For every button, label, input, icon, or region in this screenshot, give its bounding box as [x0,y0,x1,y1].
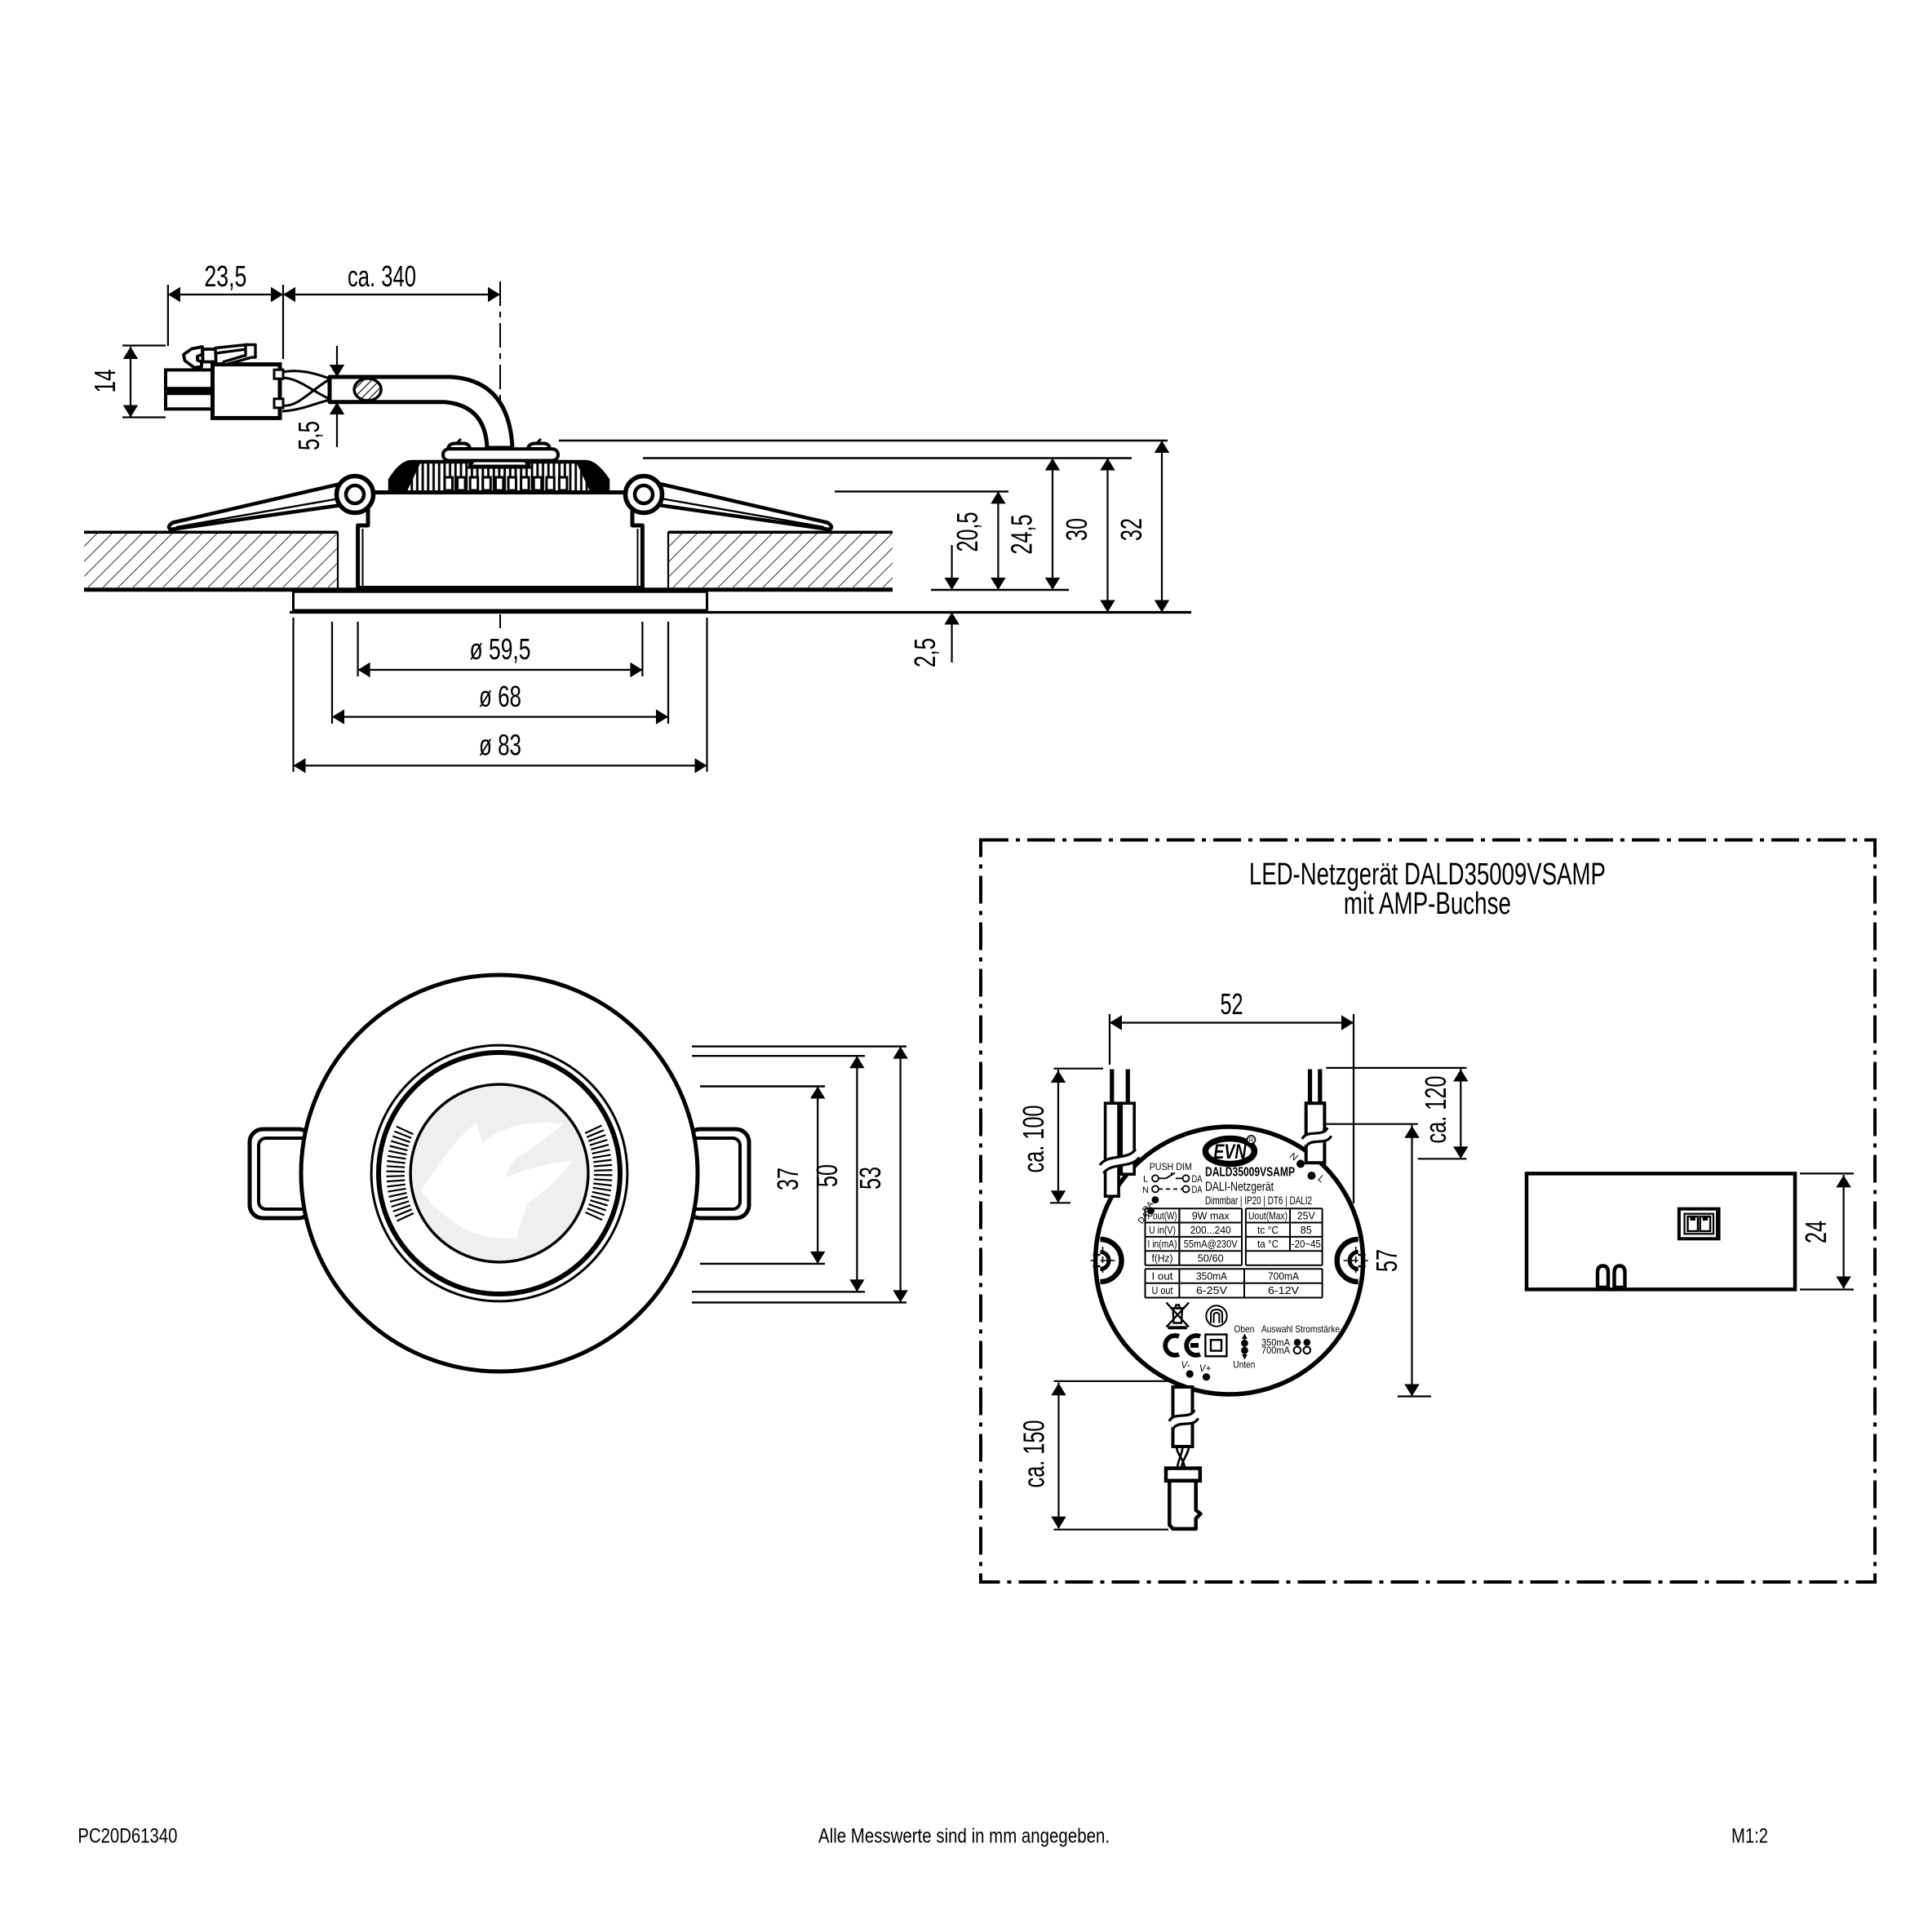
svg-text:Dimmbar | IP20 | DT6 | DALI2: Dimmbar | IP20 | DT6 | DALI2 [1205,1194,1312,1207]
svg-text:Unten: Unten [1233,1359,1255,1371]
svg-text:Alle Messwerte sind in mm ange: Alle Messwerte sind in mm angegeben. [818,1825,1110,1848]
svg-text:PUSH DIM: PUSH DIM [1150,1161,1192,1172]
svg-text:ø 83: ø 83 [479,729,521,762]
svg-text:U out: U out [1152,1284,1173,1296]
svg-text:ø 59,5: ø 59,5 [470,632,531,666]
svg-text:32: 32 [1115,518,1148,541]
svg-text:14: 14 [88,370,122,393]
svg-text:DALI-Netzgerät: DALI-Netzgerät [1205,1181,1274,1194]
svg-text:2,5: 2,5 [908,638,942,667]
svg-text:ca. 100: ca. 100 [1017,1106,1050,1173]
svg-text:Uout(Max): Uout(Max) [1248,1209,1288,1221]
svg-text:tc °C: tc °C [1257,1224,1279,1236]
svg-text:V+: V+ [1199,1364,1212,1374]
svg-text:700mA: 700mA [1261,1345,1290,1356]
svg-text:53: 53 [853,1167,887,1190]
svg-text:52: 52 [1221,987,1243,1021]
svg-text:50: 50 [810,1164,844,1187]
svg-text:f(Hz): f(Hz) [1152,1252,1173,1265]
svg-text:Auswahl Stromstärke: Auswahl Stromstärke [1261,1323,1340,1335]
svg-text:DA: DA [1192,1175,1203,1185]
svg-text:N: N [1142,1185,1149,1195]
svg-text:-20~45: -20~45 [1292,1238,1321,1250]
svg-text:R: R [1249,1137,1254,1144]
svg-text:DA: DA [1192,1185,1203,1195]
svg-text:30: 30 [1060,518,1093,541]
svg-text:24: 24 [1799,1221,1833,1243]
svg-text:6-12V: 6-12V [1268,1284,1299,1296]
svg-text:200...240: 200...240 [1190,1224,1231,1236]
svg-text:6-25V: 6-25V [1196,1284,1227,1296]
svg-text:ca. 150: ca. 150 [1017,1420,1051,1488]
svg-text:Oben: Oben [1234,1323,1254,1335]
svg-text:350mA: 350mA [1196,1270,1227,1283]
svg-text:V-: V- [1181,1361,1190,1371]
svg-text:57: 57 [1370,1249,1403,1272]
svg-text:EVN: EVN [1213,1141,1247,1163]
svg-text:25V: 25V [1297,1209,1315,1221]
svg-text:ta °C: ta °C [1257,1238,1279,1250]
svg-text:ca. 340: ca. 340 [348,259,416,293]
svg-text:Pout(W): Pout(W) [1148,1209,1177,1221]
svg-text:50/60: 50/60 [1198,1252,1224,1265]
svg-text:I out: I out [1152,1270,1173,1283]
svg-text:9W max: 9W max [1192,1209,1230,1221]
svg-text:55mA@230V: 55mA@230V [1184,1238,1238,1250]
svg-text:L: L [1143,1175,1148,1185]
svg-text:M1:2: M1:2 [1731,1825,1768,1848]
svg-text:I in(mA): I in(mA) [1148,1238,1177,1250]
svg-text:20,5: 20,5 [951,512,984,552]
svg-text:mit AMP-Buchse: mit AMP-Buchse [1344,887,1511,921]
svg-text:PC20D61340: PC20D61340 [78,1825,177,1848]
svg-text:24,5: 24,5 [1005,515,1039,555]
svg-text:ca. 120: ca. 120 [1419,1076,1452,1144]
svg-text:23,5: 23,5 [204,259,246,293]
svg-text:ø 68: ø 68 [479,680,521,713]
svg-text:DALD35009VSAMP: DALD35009VSAMP [1205,1165,1295,1179]
svg-text:5,5: 5,5 [292,421,326,450]
svg-text:37: 37 [771,1168,804,1190]
svg-text:700mA: 700mA [1268,1270,1299,1283]
svg-text:U in(V): U in(V) [1149,1224,1176,1236]
svg-text:85: 85 [1301,1224,1312,1236]
